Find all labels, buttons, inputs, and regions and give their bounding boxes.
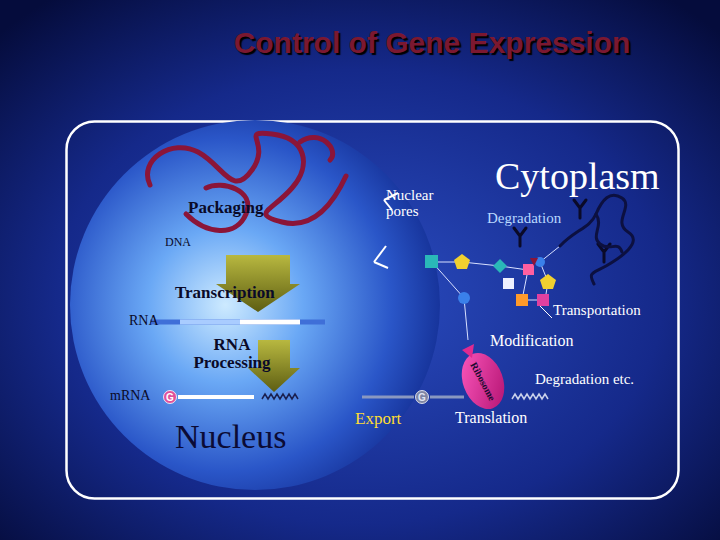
leader-line-part	[540, 306, 552, 318]
polypeptide-chain-part	[493, 259, 507, 273]
exported-mrna-part	[430, 396, 464, 399]
process-label: Export	[355, 410, 401, 428]
process-label: Translation	[455, 410, 527, 427]
polypeptide-chain-part	[516, 294, 528, 306]
nucleus-circle: G Nucleus	[70, 120, 440, 490]
process-label: Packaging	[188, 199, 264, 217]
node-label: G	[415, 390, 429, 404]
polypeptide-chain-part	[503, 278, 514, 289]
nuclear-pore-part	[374, 246, 386, 262]
leader-line	[540, 306, 552, 318]
node-label: Cytoplasm	[495, 156, 660, 198]
dna-strand-part	[148, 133, 346, 223]
polypeptide-chain-part	[540, 274, 556, 289]
rna-strand-part	[150, 320, 325, 325]
process-label: Transportation	[553, 303, 641, 319]
node-label: Ribosome	[460, 350, 506, 412]
antibody-symbol	[514, 200, 610, 262]
nuclear-pore-part	[374, 262, 388, 268]
degraded-protein-part	[560, 195, 633, 284]
process-label: Modification	[490, 333, 574, 350]
node-label: Nucleus	[175, 418, 286, 455]
polypeptide-chain-part	[425, 255, 438, 268]
antibody-symbol-part	[514, 228, 526, 246]
mrna-strand-part	[262, 394, 298, 399]
exported-mrna	[362, 394, 548, 399]
exported-mrna-part	[512, 394, 548, 399]
dna-strand	[148, 133, 346, 230]
molecule-label: mRNA	[110, 389, 150, 404]
cap-circle: G	[163, 390, 177, 404]
polypeptide-chain-part	[454, 254, 470, 269]
cap-fill	[164, 391, 177, 404]
node-label-rotated: Ribosome	[468, 360, 498, 402]
molecule-label: DNA	[165, 236, 191, 249]
process-label: Transcription	[175, 284, 275, 302]
polypeptide-chain-part	[523, 264, 534, 275]
nucleus-fill	[70, 120, 440, 490]
ribosome-shape: Ribosome	[460, 350, 506, 412]
polypeptide-chain-part	[535, 257, 545, 267]
cap-fill	[416, 391, 429, 404]
polypeptide-chain-part	[458, 292, 470, 304]
polypeptide-chain-part	[530, 258, 538, 266]
slide-title: Control of Gene Expression	[150, 26, 714, 60]
polypeptide-chain-part	[432, 246, 560, 340]
polypeptide-chain-part	[537, 294, 549, 306]
process-label: RNA Processing	[180, 336, 284, 372]
structure-label: Nuclear pores	[386, 188, 448, 220]
antibody-symbol-part	[598, 244, 610, 262]
degraded-protein	[560, 195, 633, 284]
process-label: Degradation etc.	[535, 372, 634, 388]
dna-strand-part	[300, 137, 333, 160]
molecule-label: RNA	[129, 314, 159, 329]
cap-circle: G	[415, 390, 429, 404]
node-label: G	[163, 390, 177, 404]
polypeptide-chain-part	[462, 344, 474, 358]
exported-mrna-part	[362, 396, 414, 399]
mrna-strand-part	[178, 395, 254, 399]
ribosome-fill	[454, 347, 511, 415]
mrna-strand	[178, 394, 298, 399]
degraded-protein-part	[596, 214, 622, 252]
rna-strand-part	[240, 320, 300, 325]
rna-strand-part	[180, 320, 240, 325]
rna-strand	[150, 320, 325, 325]
process-label: Degradation	[487, 211, 561, 227]
antibody-symbol-part	[574, 200, 586, 218]
